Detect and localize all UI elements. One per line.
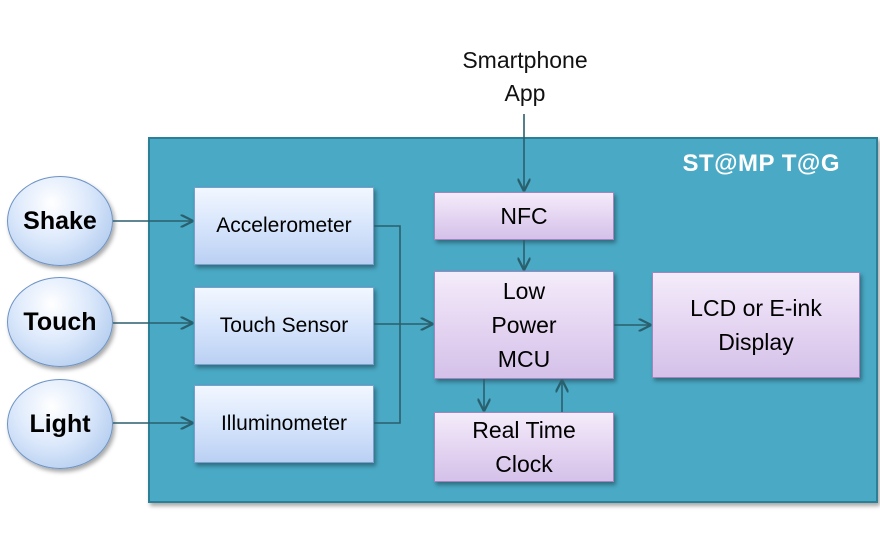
mcu-label: Low Power MCU (491, 278, 557, 372)
touch-input-circle: Touch (7, 277, 113, 367)
nfc-box: NFC (434, 192, 614, 240)
touch-sensor-label: Touch Sensor (219, 314, 349, 337)
accelerometer-box: Accelerometer (194, 187, 374, 265)
touch-sensor-box: Touch Sensor (194, 287, 374, 365)
illuminometer-label: Illuminometer (220, 412, 348, 435)
smartphone-app-text: Smartphone App (462, 47, 588, 106)
real-time-clock-box: Real Time Clock (434, 412, 614, 482)
shake-label: Shake (23, 206, 97, 235)
smartphone-app-label: Smartphone App (430, 44, 620, 110)
low-power-mcu-box: Low Power MCU (434, 271, 614, 379)
display-box: LCD or E-ink Display (652, 272, 860, 378)
rtc-label: Real Time Clock (472, 417, 576, 477)
accelerometer-label: Accelerometer (216, 214, 352, 237)
light-label: Light (29, 409, 91, 438)
shake-input-circle: Shake (7, 176, 113, 266)
nfc-label: NFC (500, 203, 548, 229)
touch-label: Touch (23, 307, 97, 336)
illuminometer-box: Illuminometer (194, 385, 374, 463)
display-label: LCD or E-ink Display (690, 295, 822, 355)
light-input-circle: Light (7, 379, 113, 469)
brand-title: ST@MP T@G (682, 150, 840, 177)
